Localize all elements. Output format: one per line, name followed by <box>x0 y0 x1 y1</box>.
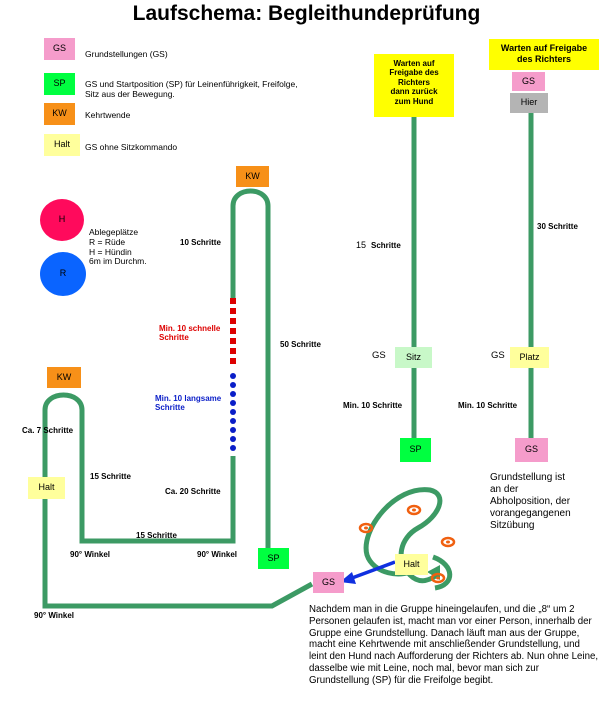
halt-group-box: Halt <box>395 554 428 575</box>
label-angle-b: 90° Winkel <box>197 550 238 559</box>
path-main-tall <box>230 188 271 548</box>
halt-left-box: Halt <box>28 477 65 499</box>
legend-halt-box: Halt <box>44 134 80 156</box>
legend-sp-box: SP <box>44 73 75 95</box>
ablage-text: Ablegeplätze R = Rüde H = Hündin 6m im D… <box>89 227 147 267</box>
gs-bottom-box: GS <box>313 572 344 593</box>
platz-30-schritte: 30 Schritte <box>537 222 578 231</box>
label-angle-c: 90° Winkel <box>34 611 75 620</box>
sitz-wait-box: Warten auf Freigabe des Richters dann zu… <box>374 54 454 117</box>
legend-halt-text: GS ohne Sitzkommando <box>85 142 178 152</box>
platz-gs-top-box: GS <box>512 72 545 91</box>
sitz-sp-box: SP <box>400 438 431 462</box>
legend-sp-text: GS und Startposition (SP) für Leinenführ… <box>85 79 298 99</box>
sitz-15-unit: Schritte <box>371 241 401 250</box>
arrow-halt-to-gs <box>351 560 396 580</box>
ablage-h-circle: H <box>40 199 84 241</box>
group-persons <box>358 504 456 584</box>
platz-gs-bottom-box: GS <box>515 438 548 462</box>
platz-min10: Min. 10 Schritte <box>458 401 518 410</box>
label-slow-steps: Min. 10 langsame Schritte <box>155 394 222 413</box>
label-angle-a: 90° Winkel <box>70 550 111 559</box>
legend-kw-text: Kehrtwende <box>85 110 131 120</box>
fast-steps-markers <box>230 298 236 364</box>
label-7-schritte: Ca. 7 Schritte <box>22 426 74 435</box>
platz-note: Grundstellung ist an der Abholposition, … <box>490 472 571 531</box>
platz-box: Platz <box>510 347 549 368</box>
description-text: Nachdem man in die Gruppe hineingelaufen… <box>309 604 599 686</box>
label-fast-steps: Min. 10 schnelle Schritte <box>159 324 221 343</box>
kw-left-box: KW <box>47 367 81 388</box>
label-20-schritte: Ca. 20 Schritte <box>165 487 221 496</box>
page-title: Laufschema: Begleithundeprüfung <box>132 2 481 25</box>
sitz-15-number: 15 <box>356 240 367 250</box>
sitz-box: Sitz <box>395 347 432 368</box>
path-figure-eight <box>363 487 443 584</box>
ablage-r-circle: R <box>40 252 86 296</box>
label-10-schritte: 10 Schritte <box>180 238 221 247</box>
platz-wait-box: Warten auf Freigabe des Richters <box>489 39 599 70</box>
arrow-head-green <box>427 565 440 580</box>
legend-gs-box: GS <box>44 38 75 60</box>
platz-hier-box: Hier <box>510 93 548 113</box>
legend-kw-box: KW <box>44 103 75 125</box>
path-loop-right <box>431 554 453 591</box>
label-50-schritte: 50 Schritte <box>280 340 321 349</box>
sitz-min10: Min. 10 Schritte <box>343 401 403 410</box>
path-main-lower <box>42 392 314 609</box>
sp-bottom-box: SP <box>258 548 289 569</box>
slow-steps-markers <box>230 373 236 451</box>
kw-top-box: KW <box>236 166 269 187</box>
arrow-head-blue <box>340 572 356 584</box>
label-15-schritte-b: 15 Schritte <box>136 531 177 540</box>
label-15-schritte-a: 15 Schritte <box>90 472 131 481</box>
sitz-gs-label: GS <box>372 350 386 361</box>
legend-gs-text: Grundstellungen (GS) <box>85 49 168 59</box>
platz-gs-label: GS <box>491 350 505 361</box>
